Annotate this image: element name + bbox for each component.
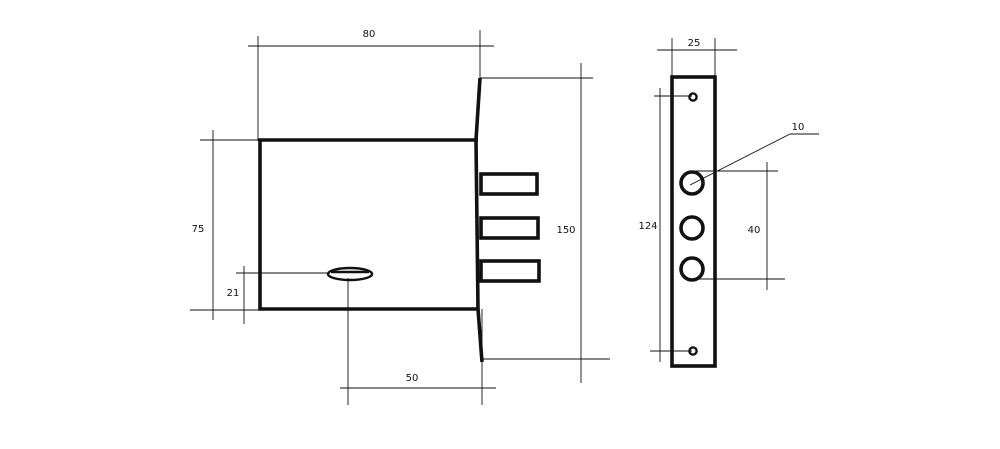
dim-21-label: 21 (227, 288, 240, 299)
faceplate-side-view (670, 75, 717, 368)
dim-50-label: 50 (406, 373, 419, 384)
dim-124-label: 124 (638, 221, 657, 232)
keyhole (326, 266, 374, 282)
screw-hole-top (688, 92, 698, 102)
dim-10-leader (689, 133, 791, 186)
dim-80-label: 80 (363, 29, 376, 40)
dim-150-label: 150 (556, 225, 575, 236)
faceplate-outline (670, 75, 717, 368)
bolt-middle (479, 216, 540, 240)
bolt-hole-bottom (679, 256, 705, 282)
dim-75-label: 75 (192, 224, 205, 235)
dim-25-label: 25 (688, 38, 701, 49)
bolt-bottom (479, 259, 541, 283)
bolt-hole-top (679, 170, 705, 196)
bolt-hole-middle (679, 215, 705, 241)
bolt-top (479, 172, 539, 196)
front-view-dimensions: 80 75 21 50 150 (190, 29, 610, 405)
lock-front-view (258, 77, 541, 363)
lock-case-outline (258, 138, 478, 311)
side-view-dimensions: 25 10 124 40 (638, 38, 819, 362)
dim-40-label: 40 (748, 225, 761, 236)
dim-10-label: 10 (792, 122, 805, 133)
faceplate-edge (474, 77, 484, 363)
